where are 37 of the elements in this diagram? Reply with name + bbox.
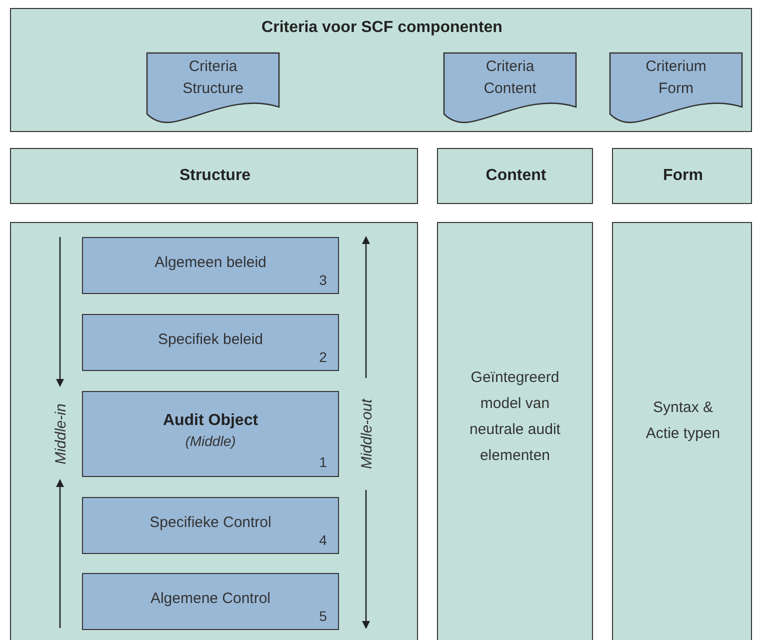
- column-panel: [612, 222, 752, 640]
- direction-label: Middle-out: [358, 398, 376, 470]
- box-label: Algemeen beleid: [154, 254, 268, 271]
- panel-text: Geïntegreerd model van neutrale audit elementen: [468, 368, 562, 466]
- level-number: 4: [318, 532, 328, 548]
- header-text: Form: [662, 167, 704, 185]
- document-label: Criteria Structure: [182, 57, 244, 99]
- column-header: [10, 148, 418, 204]
- document-label: Criterium Form: [644, 57, 708, 99]
- column-panel: [437, 222, 593, 640]
- level-number: 3: [318, 272, 328, 288]
- direction-label: Middle-in: [52, 404, 70, 464]
- box-title: Audit Object: [162, 412, 260, 430]
- level-box: [82, 497, 339, 554]
- level-box: [82, 573, 339, 630]
- panel-text: Syntax & Actie typen: [644, 398, 722, 444]
- box-label: Specifiek beleid: [156, 331, 264, 348]
- level-number: 2: [318, 349, 328, 365]
- document-shape: [609, 52, 743, 124]
- box-subtitle: (Middle): [184, 433, 237, 449]
- box-label: Specifieke Control: [148, 514, 272, 531]
- level-number: 1: [318, 454, 328, 470]
- document-label: Criteria Content: [482, 57, 538, 99]
- column-panel: [10, 222, 418, 640]
- panel: [10, 8, 752, 132]
- level-box: [82, 314, 339, 371]
- panel-title: Criteria voor SCF componenten: [260, 19, 504, 37]
- document-shape: [146, 52, 280, 124]
- level-number: 5: [318, 608, 328, 624]
- level-box: [82, 391, 339, 477]
- level-box: [82, 237, 339, 294]
- box-label: Algemene Control: [149, 590, 272, 607]
- column-header: [612, 148, 752, 204]
- column-header: [437, 148, 593, 204]
- document-shape: [443, 52, 577, 124]
- header-text: Structure: [178, 167, 252, 185]
- header-text: Content: [484, 167, 548, 185]
